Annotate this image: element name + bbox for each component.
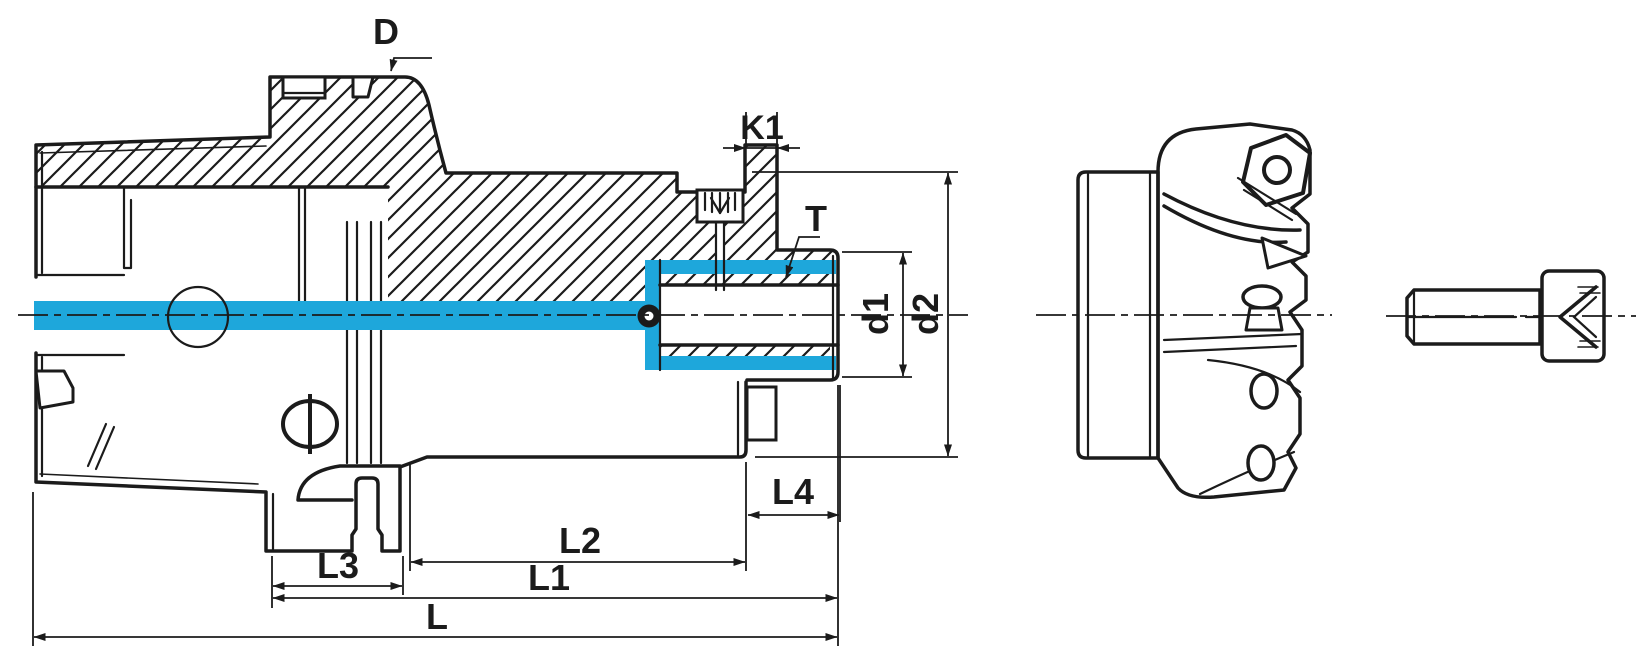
round-insert-2 [1246,444,1276,482]
dim-ext-K1 [745,112,778,148]
set-screw-socket-vee [709,196,731,215]
side-insert-mid [1241,284,1283,310]
dim-label-pilot-diameter: d1 [855,293,896,335]
set-screw-stem [714,220,726,292]
dim-ext-d1 [842,251,912,378]
dim-leader-T [785,236,820,278]
set-screw-socket-splines [703,191,737,215]
cutter-head-silhouette [1156,122,1312,500]
dim-label-flange-length: L3 [317,545,359,586]
coolant-tube-lines [297,185,307,304]
round-insert-1 [1249,372,1279,410]
o-ring-seal [637,304,661,328]
dim-arrow-K1-right [777,144,789,152]
dim-arrow-K1-left [734,144,746,152]
dim-ext-lengths [32,385,841,646]
dim-label-flange-diameter: D [373,11,399,52]
detail-circle [166,285,230,349]
insert-seat-lines [1236,176,1298,222]
flange-groove-lines [345,220,383,465]
indexable-insert-top [1241,133,1312,207]
thread-zone-bottom [660,345,830,356]
main-section-view [18,75,968,553]
dim-label-thread: T [805,198,827,239]
bore-lines [658,283,840,347]
dim-label-projection-length: L1 [528,557,570,598]
cavity-step-lines [122,185,133,270]
insert-screw-hole [1262,155,1292,185]
dimensions: D K1 T d1 d2 L4 L2 L3 L1 L [32,11,958,646]
cutting-edge-wedge [1260,236,1308,270]
internal-cavity [36,187,388,301]
bore-mouth-lines [34,273,126,357]
thread-zone-top [660,274,830,285]
screw-socket-inner [1572,295,1598,339]
screw-socket-edge-lines [1577,286,1601,348]
set-screw-stem-slot [716,222,724,290]
flange-relief-groove [296,464,402,502]
bore-void [660,285,838,301]
set-screw [695,188,745,292]
gripper-groove [281,75,327,100]
cutter-back-cylinder [1076,170,1160,460]
dim-label-total-length: L [426,596,448,637]
dim-label-keyway-width: K1 [740,109,783,147]
coolant-top-branch [645,260,836,274]
dim-ext-d2 [752,171,958,458]
drive-key-bottom [745,385,778,442]
dim-leader-D [389,57,432,72]
balance-hole-phi-symbol [281,394,339,454]
dim-label-cylinder-length: L2 [559,520,601,561]
chip-gullet-bottom [1162,332,1304,354]
cutter-head-view [1036,122,1332,500]
taper-grind-line-bottom [39,473,259,485]
lower-profile-outline [34,351,748,553]
mid-pocket [1244,306,1284,332]
screw-socket-chevron [1558,285,1598,349]
upper-profile-outline [34,75,840,382]
orientation-notch [351,75,375,99]
shank-drive-slot [34,369,75,410]
shank-flat-lines [86,422,116,471]
screw-side-view [1386,269,1636,363]
dim-label-pilot-length: L4 [772,471,814,512]
coolant-bottom-branch [645,356,836,370]
dim-label-body-diameter: d2 [905,293,946,335]
taper-grind-line-top [39,145,267,154]
